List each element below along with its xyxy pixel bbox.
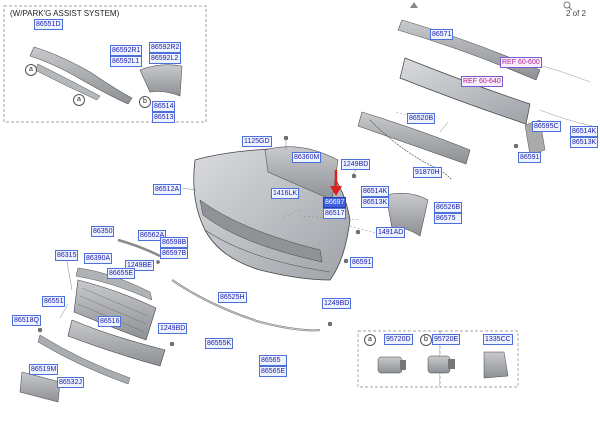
part-label[interactable]: 86555K [205,338,234,349]
part-label[interactable]: 86592L1 [110,56,143,67]
part-label[interactable]: 1249BD [322,298,352,309]
legend-letter-b: b [420,334,432,346]
highlight-arrow [330,170,342,196]
part-label[interactable]: 86512A [153,184,182,195]
legend-part-label[interactable]: 95720D [384,334,413,345]
inset-title: (W/PARK'G ASSIST SYSTEM) [10,9,120,18]
part-label[interactable]: 86575 [434,213,463,224]
part-label[interactable]: 1249BD [158,323,188,334]
part-label[interactable]: 86597B [160,248,189,259]
part-label[interactable]: 86514K [570,126,599,137]
part-label[interactable]: 86360M [292,152,322,163]
part-label[interactable]: 86598B [160,237,189,248]
part-label[interactable]: 86514 [152,101,176,112]
part-label[interactable]: 86571 [430,29,454,40]
part-label[interactable]: 86565E [259,366,288,377]
part-label[interactable]: 86513K [361,197,390,208]
part-label[interactable]: 86518Q [12,315,41,326]
legend-letter-a: a [364,334,376,346]
page-indicator: 2 of 2 [565,9,586,18]
part-label[interactable]: 86592L2 [149,53,182,64]
part-label[interactable]: 1125GD [242,136,272,147]
part-label-selected[interactable]: 86697 [323,197,347,208]
part-label[interactable]: 86595C [532,121,561,132]
part-label[interactable]: 86526B [434,202,463,213]
callout-b: b [139,96,151,108]
part-label[interactable]: 86532J [57,377,84,388]
bracket-c-drawing [483,351,509,379]
sensor-b-drawing [427,355,455,374]
part-label[interactable]: 1249BE [125,260,154,271]
part-label[interactable]: 86565 [259,355,288,366]
part-label[interactable]: 86591 [518,152,542,163]
part-label[interactable]: 86655E [107,268,136,279]
part-label[interactable]: 86592R1 [110,45,143,56]
part-label[interactable]: 86520B [407,113,436,124]
energy-absorber [357,111,471,165]
part-label[interactable]: 86525H [218,292,247,303]
part-label[interactable]: 86562A [138,230,167,241]
part-label[interactable]: 86551 [42,296,66,307]
part-label[interactable]: 86517 [323,208,347,219]
legend-part-label[interactable]: 95720E [432,334,461,345]
part-label[interactable]: 1416LK [271,188,300,199]
part-label[interactable]: 86591 [350,257,374,268]
part-label[interactable]: 86551D [34,19,63,30]
part-label[interactable]: 1491AD [376,227,406,238]
sensor-a-drawing [377,356,406,374]
radiator-grille [73,279,157,341]
ref-label[interactable]: REF 60-600 [500,57,542,68]
inset-frame [3,5,207,123]
callout-a: a [25,64,37,76]
part-label[interactable]: 86519M [29,364,59,375]
part-label[interactable]: 1249BD [341,159,371,170]
lower-grille [67,319,166,367]
part-label[interactable]: 86514K [361,186,390,197]
ref-label[interactable]: REF 60-640 [461,76,503,87]
part-label[interactable]: 86513K [570,137,599,148]
part-label[interactable]: 86350 [91,226,115,237]
part-label[interactable]: 86315 [55,250,79,261]
part-label[interactable]: 91870H [413,167,442,178]
part-label[interactable]: 86592R2 [149,42,182,53]
part-label[interactable]: 86516 [98,316,122,327]
callout-a-2: a [73,94,85,106]
part-label[interactable]: 86390A [84,253,113,264]
part-label[interactable]: 86513 [152,112,176,123]
inset-bumper-strip [29,46,133,105]
skid-plate [19,371,61,403]
wiring-harness [369,119,453,181]
inset-sensor-bracket [139,64,183,97]
legend-part-label[interactable]: 1335CC [483,334,513,345]
search-icon[interactable] [563,0,573,16]
back-beam [399,57,531,125]
lower-lip-molding [37,334,131,385]
